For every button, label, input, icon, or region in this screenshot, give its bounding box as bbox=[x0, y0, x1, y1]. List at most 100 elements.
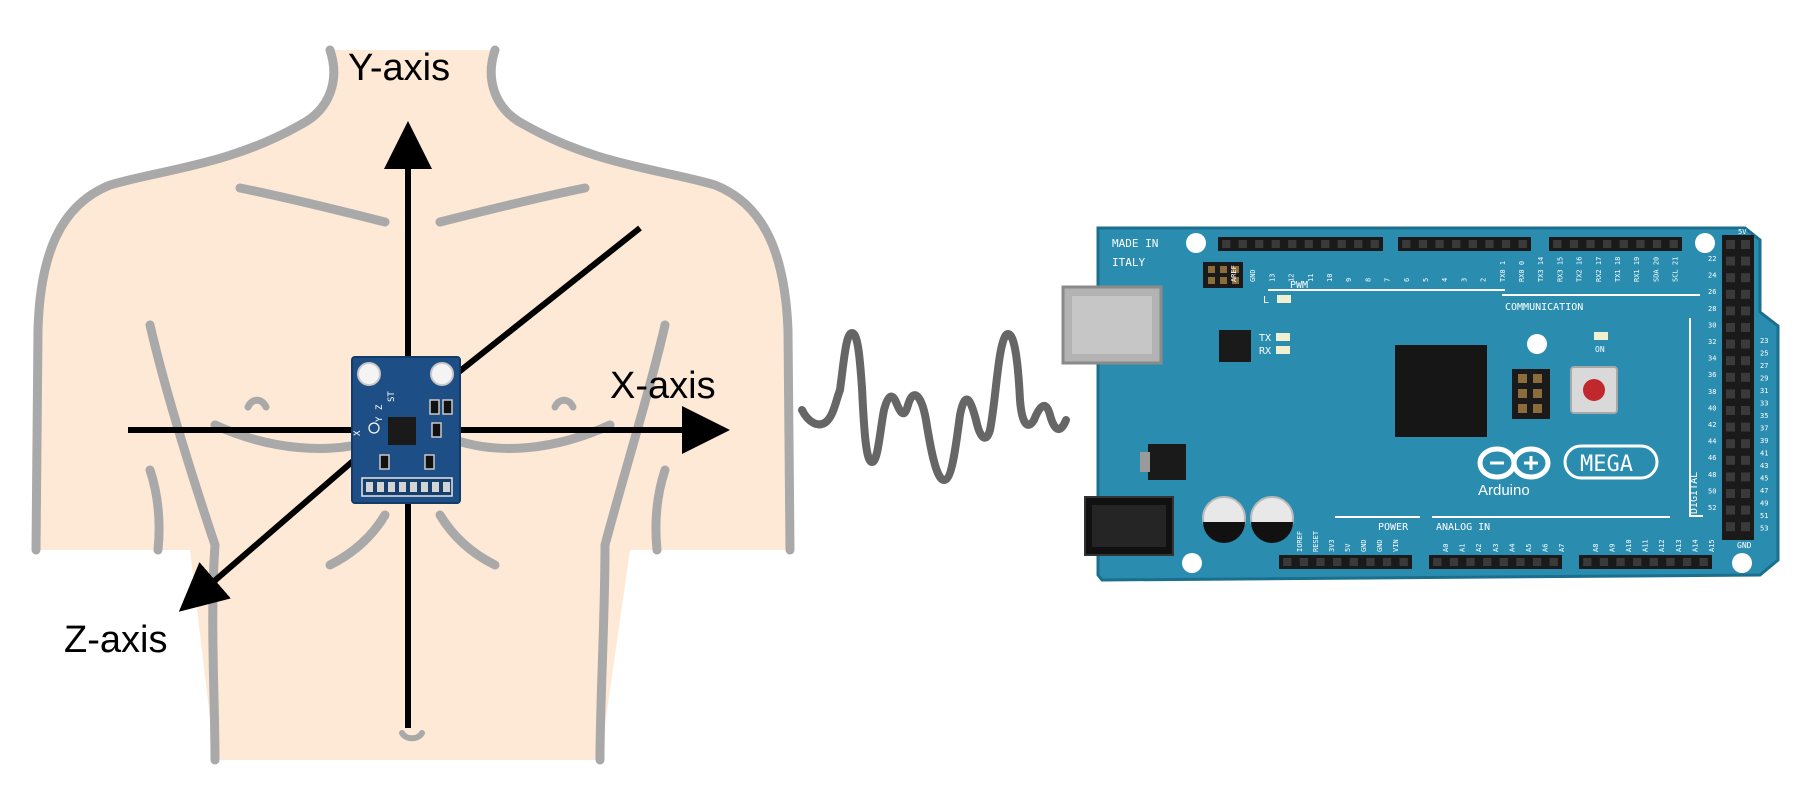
header-pin bbox=[1741, 406, 1750, 415]
header-body bbox=[1398, 237, 1531, 251]
digital-header-right bbox=[1722, 235, 1754, 540]
header-pin bbox=[1741, 389, 1750, 399]
header-pin bbox=[1633, 558, 1642, 566]
communication-header bbox=[1549, 237, 1682, 251]
header-pin bbox=[1726, 389, 1735, 399]
sensor-pin-strip bbox=[361, 477, 453, 497]
y-axis-label: Y-axis bbox=[348, 47, 450, 89]
header-pin bbox=[1741, 273, 1750, 283]
icsp-pin bbox=[1518, 374, 1527, 383]
voltage-regulator bbox=[1148, 444, 1186, 480]
top-pin-label: 11 bbox=[1307, 274, 1315, 282]
digital-pin-label: 37 bbox=[1760, 425, 1768, 433]
header-pin bbox=[1399, 558, 1408, 566]
digital-pin-label: 26 bbox=[1708, 288, 1716, 296]
header-pin bbox=[1583, 558, 1592, 566]
digital-pin-label: 38 bbox=[1708, 388, 1716, 396]
header-pin bbox=[1599, 558, 1609, 566]
arm-inner-left bbox=[145, 320, 220, 765]
header-pin bbox=[1586, 240, 1595, 248]
model-label: MEGA bbox=[1580, 452, 1633, 477]
mount-hole-middle bbox=[1527, 334, 1547, 354]
digital-pin-label: 22 bbox=[1708, 255, 1716, 263]
top-pin-label: 3 bbox=[1460, 278, 1468, 282]
header-body bbox=[1549, 237, 1682, 251]
header-pin bbox=[1466, 558, 1475, 566]
icsp-pin bbox=[1232, 266, 1239, 273]
header-pin bbox=[1726, 439, 1735, 449]
capacitor-1-stripe bbox=[1203, 522, 1245, 543]
power-pin-label: GND bbox=[1360, 539, 1368, 552]
sensor-pin bbox=[443, 482, 450, 492]
header-pin bbox=[1726, 505, 1735, 515]
nipple-right bbox=[551, 396, 577, 411]
digital-pin-label: 23 bbox=[1760, 337, 1768, 345]
header-pin bbox=[1726, 472, 1735, 482]
header-pin bbox=[1255, 240, 1264, 248]
header-pin bbox=[1666, 558, 1675, 566]
top-pin-label: 4 bbox=[1441, 278, 1449, 282]
power-pin-label: 3V3 bbox=[1328, 539, 1336, 552]
top-pin-label: SCL 21 bbox=[1672, 257, 1680, 282]
top-pin-label: 6 bbox=[1403, 278, 1411, 282]
analog-pin-label: A3 bbox=[1492, 544, 1500, 552]
accelerometer-sensor: X Y Z ST bbox=[351, 356, 461, 504]
digital-pin-label: 36 bbox=[1708, 371, 1716, 379]
rib-line-left bbox=[325, 510, 390, 570]
header-pin bbox=[1726, 372, 1735, 382]
brand-label: Arduino bbox=[1478, 482, 1530, 499]
digital-pin-label: 43 bbox=[1760, 462, 1768, 470]
digital-pin-label: 52 bbox=[1708, 504, 1716, 512]
mount-hole-top-right bbox=[1695, 233, 1715, 253]
analog-pin-label: A8 bbox=[1592, 544, 1600, 552]
power-pin-label: GND bbox=[1376, 539, 1384, 552]
header-pin bbox=[1741, 323, 1750, 332]
top-pin-label: TX3 14 bbox=[1537, 257, 1545, 282]
top-pin-label: RX1 19 bbox=[1633, 257, 1641, 282]
label-gnd: GND bbox=[1737, 541, 1752, 550]
torso-outline-right bbox=[486, 45, 795, 555]
header-pin bbox=[1652, 240, 1662, 248]
header-body bbox=[1279, 555, 1412, 569]
analog-pin-label: A12 bbox=[1658, 539, 1666, 552]
analog-pin-label: A14 bbox=[1691, 539, 1699, 552]
top-pin-label: 5 bbox=[1422, 278, 1430, 282]
arm-crease-right bbox=[651, 465, 670, 555]
arm-crease-left bbox=[145, 465, 164, 555]
icsp-pin bbox=[1533, 404, 1542, 413]
sensor-cap-4 bbox=[379, 454, 390, 470]
rib-line-right bbox=[435, 510, 500, 570]
torso-outline-left bbox=[31, 45, 339, 555]
header-pin bbox=[1682, 558, 1692, 566]
header-pin bbox=[1616, 558, 1625, 566]
z-axis-label: Z-axis bbox=[64, 619, 167, 661]
label-communication: COMMUNICATION bbox=[1505, 302, 1583, 313]
label-5v: 5V bbox=[1738, 228, 1747, 236]
analog-pin-label: A5 bbox=[1525, 544, 1533, 552]
header-pin bbox=[1518, 240, 1527, 248]
header-pin bbox=[1649, 558, 1658, 566]
header-pin bbox=[1549, 558, 1558, 566]
icsp-pin bbox=[1232, 277, 1239, 284]
header-pin bbox=[1619, 240, 1628, 248]
header-pin bbox=[1316, 558, 1325, 566]
sensor-pin bbox=[410, 482, 417, 492]
z-axis-arrow bbox=[178, 452, 362, 612]
icsp-pin bbox=[1208, 266, 1215, 273]
analog-pin-label: A0 bbox=[1442, 544, 1450, 552]
mount-hole-bottom-left bbox=[1182, 553, 1202, 573]
header-pin bbox=[1532, 558, 1542, 566]
digital-pin-label: 47 bbox=[1760, 487, 1768, 495]
digital-pin-label: 27 bbox=[1760, 362, 1768, 370]
header-pin bbox=[1741, 372, 1750, 382]
sensor-pin bbox=[432, 482, 439, 492]
sensor-chip bbox=[388, 417, 416, 445]
sensor-cap-3 bbox=[431, 422, 442, 438]
digital-pin-label: 46 bbox=[1708, 454, 1716, 462]
header-pin bbox=[1468, 240, 1477, 248]
header-pin bbox=[1288, 240, 1297, 248]
digital-pin-label: 48 bbox=[1708, 471, 1716, 479]
power-jack-inner bbox=[1092, 505, 1166, 547]
header-pin bbox=[1449, 558, 1459, 566]
